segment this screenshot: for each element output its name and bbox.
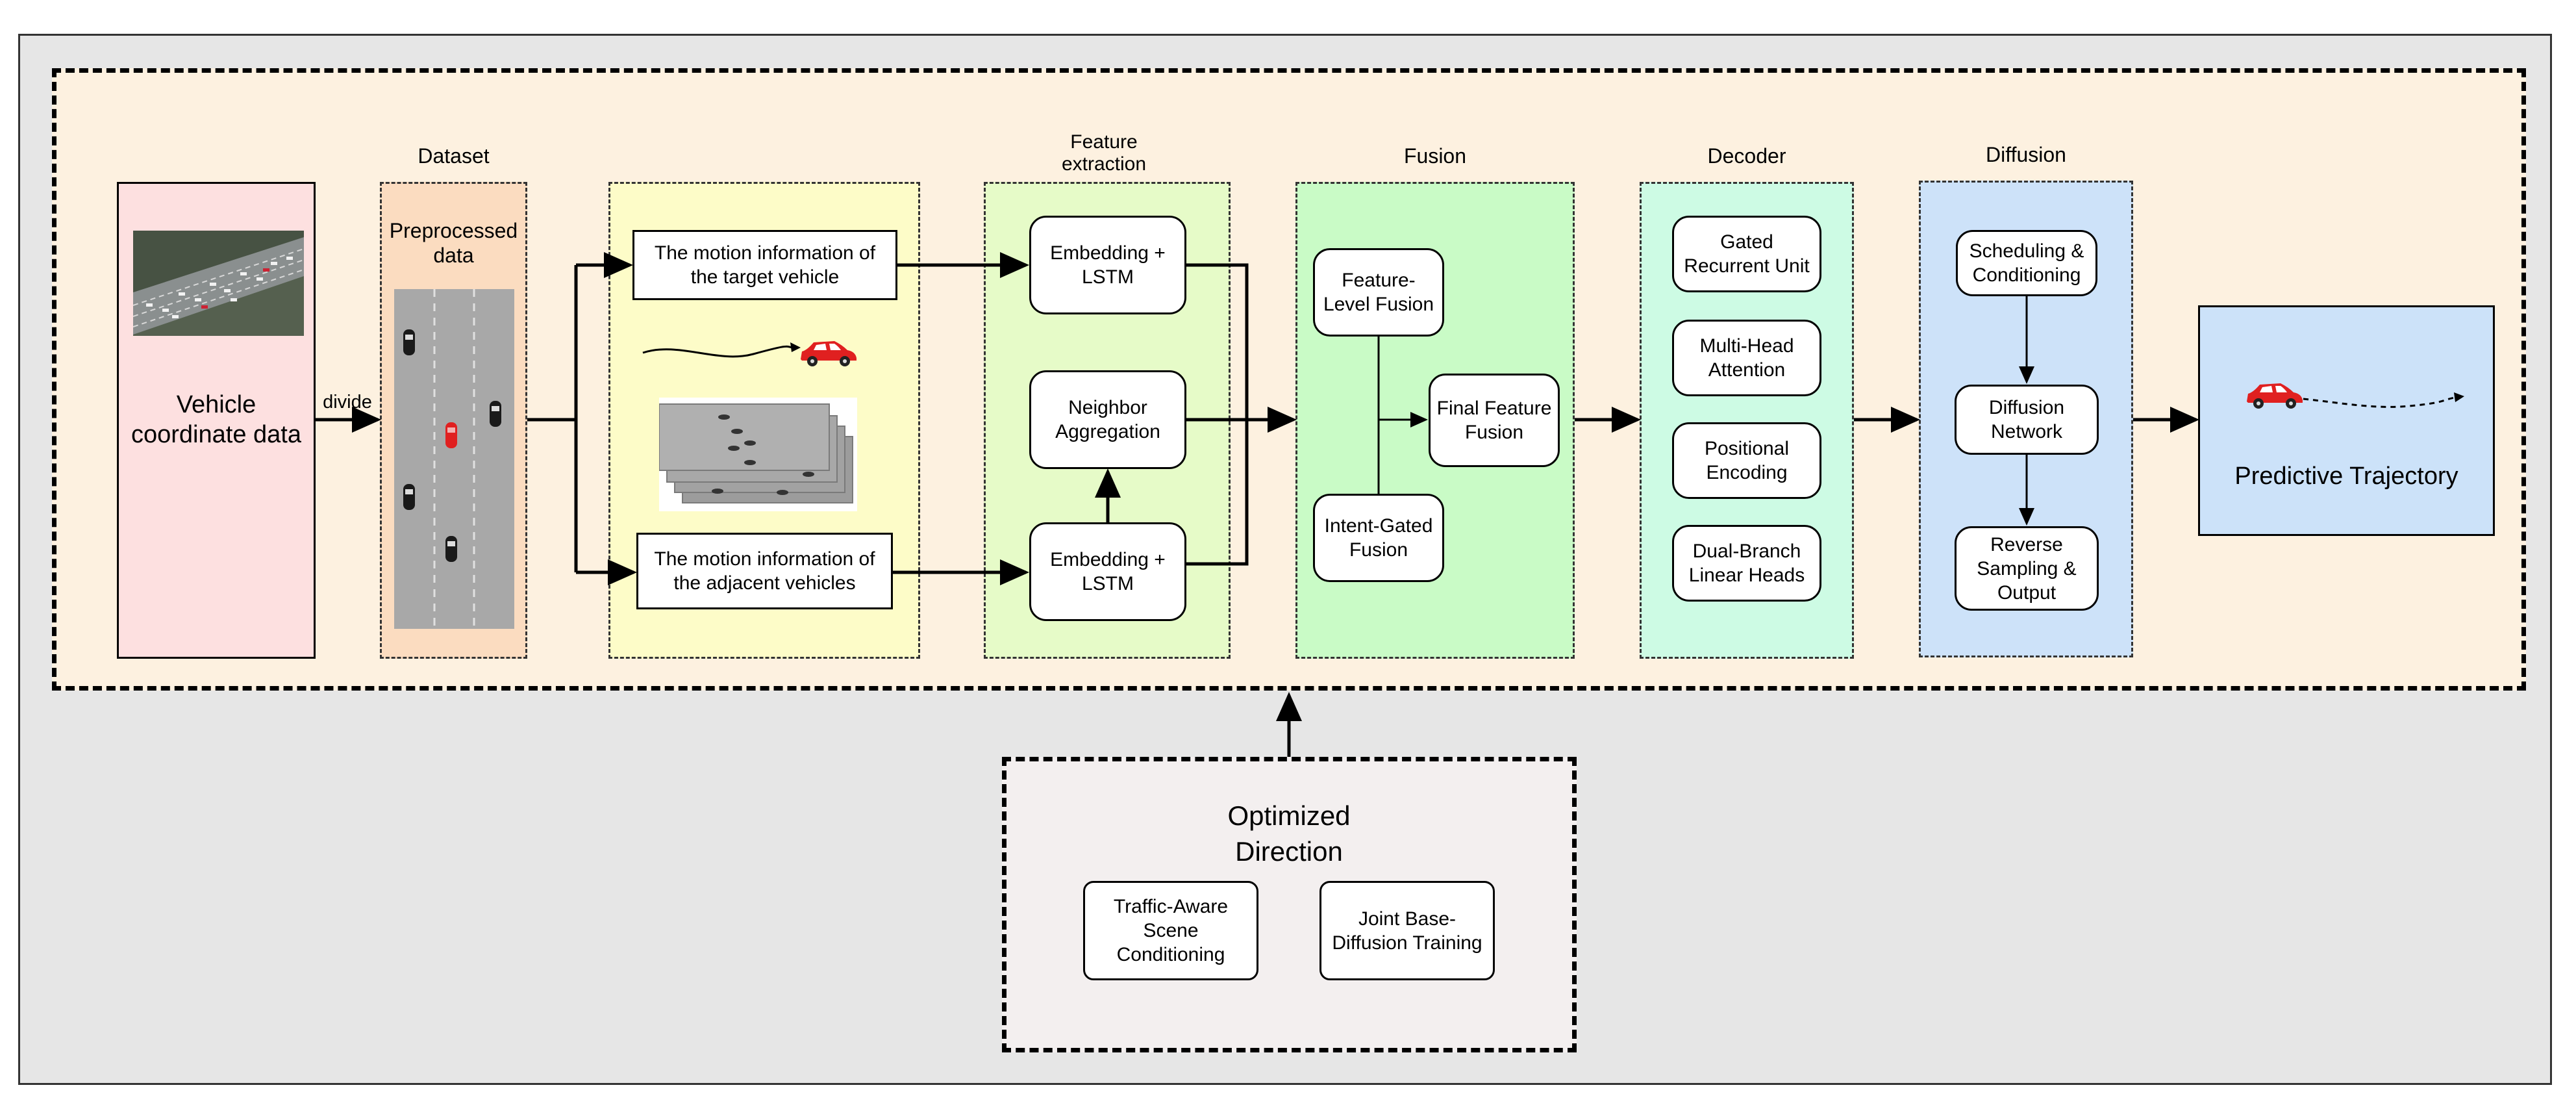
output-red-car-icon	[2247, 383, 2303, 409]
final-feature-fusion-box: Final Feature Fusion	[1429, 374, 1560, 467]
feature-level-fusion-box: Feature-Level Fusion	[1313, 248, 1444, 337]
optimized-title: Optimized Direction	[1227, 800, 1351, 867]
decoder-title: Decoder	[1707, 144, 1786, 168]
diffusion-item-reverse: Reverse Sampling & Output	[1955, 526, 2099, 611]
decoder-item-gru: Gated Recurrent Unit	[1672, 216, 1821, 292]
red-car-icon	[801, 341, 857, 366]
line-embed-top-out	[1186, 263, 1249, 420]
highway-photo	[133, 231, 304, 336]
fusion-title: Fusion	[1403, 144, 1467, 168]
input-label: Vehicle coordinate data	[131, 391, 301, 448]
decoder-item-positional: Positional Encoding	[1672, 422, 1821, 499]
neighbor-aggregation-box: Neighbor Aggregation	[1029, 370, 1186, 469]
target-trajectory-icon	[640, 328, 867, 374]
neighbor-frames-image	[658, 398, 857, 511]
predicted-trajectory-icon	[2244, 370, 2477, 416]
feature-extraction-title: Feature extraction	[1061, 131, 1147, 175]
diffusion-item-scheduling: Scheduling & Conditioning	[1956, 230, 2097, 296]
decoder-item-heads: Dual-Branch Linear Heads	[1672, 525, 1821, 602]
embedding-lstm-bottom: Embedding + LSTM	[1029, 522, 1186, 621]
predictive-trajectory-label: Predictive Trajectory	[2234, 462, 2458, 490]
optimized-item-traffic: Traffic-Aware Scene Conditioning	[1083, 881, 1258, 980]
diffusion-item-network: Diffusion Network	[1955, 385, 2099, 455]
line-embed-bottom-out	[1186, 420, 1249, 566]
diffusion-title: Diffusion	[1986, 143, 2066, 166]
intent-gated-fusion-box: Intent-Gated Fusion	[1313, 494, 1444, 582]
dataset-title: Dataset	[418, 144, 490, 168]
target-motion-box: The motion information of the target veh…	[632, 230, 897, 300]
decoder-item-attention: Multi-Head Attention	[1672, 320, 1821, 396]
road-lanes-image	[394, 289, 514, 629]
adjacent-motion-box: The motion information of the adjacent v…	[636, 533, 893, 609]
optimized-item-joint: Joint Base-Diffusion Training	[1319, 881, 1495, 980]
embedding-lstm-top: Embedding + LSTM	[1029, 216, 1186, 314]
car-icon	[403, 329, 501, 562]
preprocessed-label: Preprocessed data	[389, 219, 518, 267]
